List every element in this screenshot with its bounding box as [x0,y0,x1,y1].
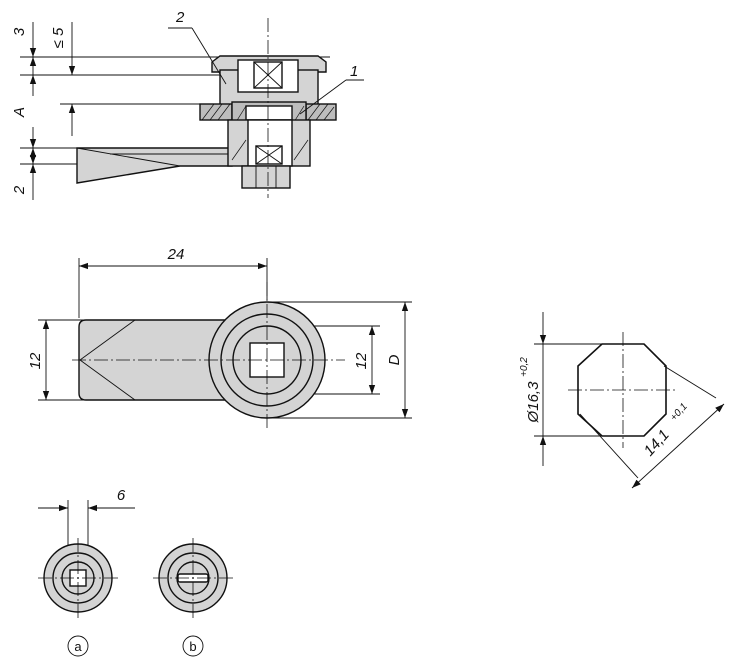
dim-max5-label: ≤ 5 [50,27,67,48]
dim-flat-tol: +0,1 [668,401,689,423]
variant-b: b [153,538,233,657]
dim-D-label: D [386,354,403,365]
variant-b-label: b [189,639,196,654]
cam-lever-side [76,147,233,184]
callout-2: 2 [175,9,185,26]
lock-body-section [199,18,337,198]
dim-A-label: A [11,107,28,118]
dim-flat-label: 14,1 [641,426,673,459]
callout-1: 1 [350,63,358,80]
dim-12-left-label: 12 [27,352,44,369]
front-view: 24 12 12 D [27,246,412,428]
variant-a: 6 a [38,487,135,657]
variant-a-label: a [74,639,82,654]
side-section-view: 3 ≤ 5 A 2 [11,9,364,200]
panel-cutout-view: Ø16,3 +0,2 14,1 +0,1 [519,312,725,489]
dim-12-right-label: 12 [353,352,370,369]
dim-diameter-tol: +0,2 [519,357,530,377]
dim-24-label: 24 [167,246,185,263]
dim-3-label: 3 [11,27,28,36]
dim-diameter-label: Ø16,3 [525,381,542,424]
dim-2-label: 2 [11,185,28,195]
dim-6-label: 6 [117,487,126,504]
panel-hatching [201,103,335,121]
